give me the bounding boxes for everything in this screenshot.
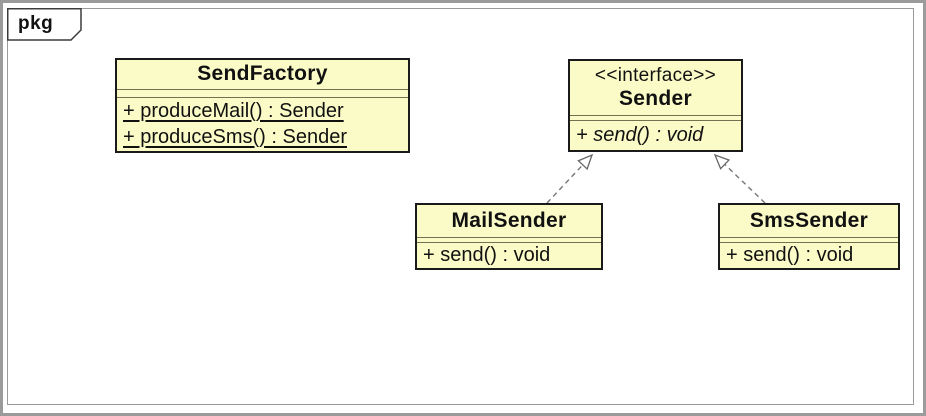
class-mailsender-methods-compartment: + send() : void [417,243,601,268]
method-send-mailsender: + send() : void [423,244,551,266]
interface-sender-methods-compartment: + send() : void [570,121,741,150]
class-smssender-title-compartment: SmsSender [720,205,898,237]
interface-sender[interactable]: <<interface>> Sender + send() : void [568,59,743,152]
class-sendfactory-methods-compartment: + produceMail() : Sender + produceSms() … [117,98,408,151]
interface-sender-title-compartment: <<interface>> Sender [570,61,741,115]
method-producesms: + produceSms() : Sender [123,125,347,148]
package-frame [7,8,914,405]
class-smssender[interactable]: SmsSender + send() : void [718,203,900,270]
package-tab [7,8,82,41]
class-mailsender-title-compartment: MailSender [417,205,601,237]
class-sendfactory[interactable]: SendFactory + produceMail() : Sender + p… [115,58,410,153]
class-sendfactory-title-compartment: SendFactory [117,60,408,89]
class-sendfactory-attributes-compartment [117,89,408,98]
class-mailsender[interactable]: MailSender + send() : void [415,203,603,270]
class-sendfactory-name: SendFactory [197,62,328,86]
method-producemail: + produceMail() : Sender [123,100,344,123]
method-send-abstract: + send() : void [576,124,704,146]
interface-sender-name: Sender [619,86,692,110]
method-send-smssender: + send() : void [726,244,854,266]
class-mailsender-name: MailSender [451,208,567,232]
class-smssender-methods-compartment: + send() : void [720,243,898,268]
interface-sender-attributes-compartment [570,115,741,121]
class-smssender-attributes-compartment [720,237,898,243]
interface-stereotype: <<interface>> [594,65,717,86]
realization-smssender-to-sender[interactable] [713,153,766,204]
realization-mailsender-to-sender[interactable] [546,153,594,204]
package-tab-label: pkg [18,13,54,34]
class-mailsender-attributes-compartment [417,237,601,243]
class-smssender-name: SmsSender [749,208,869,232]
